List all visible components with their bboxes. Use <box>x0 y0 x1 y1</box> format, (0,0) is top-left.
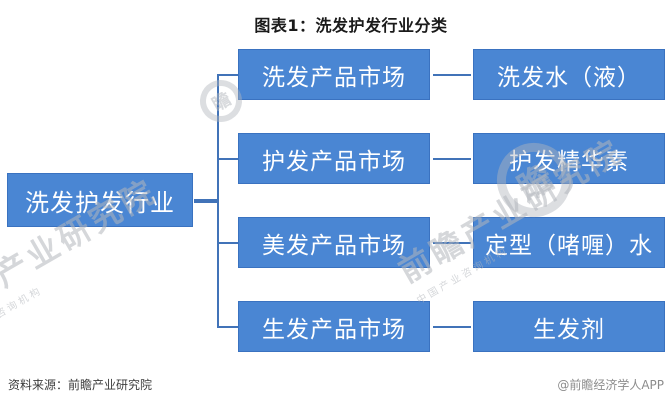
connector-line <box>433 326 471 328</box>
product-node-label: 生发剂 <box>533 316 605 343</box>
market-node-box: 美发产品市场 <box>238 217 430 268</box>
connector-line <box>219 242 238 244</box>
brand-note: @前瞻经济学人APP <box>557 378 664 392</box>
market-node-label: 洗发产品市场 <box>262 64 406 91</box>
market-node-label: 护发产品市场 <box>262 148 406 175</box>
connector-line <box>219 74 238 76</box>
market-node-box: 洗发产品市场 <box>238 49 430 100</box>
product-node-box: 护发精华素 <box>473 133 665 184</box>
chart-title: 图表1：洗发护发行业分类 <box>254 16 448 35</box>
source-note: 资料来源：前瞻产业研究院 <box>8 378 153 392</box>
product-node-box: 定型（啫喱）水 <box>473 217 665 268</box>
connector-line <box>219 326 238 328</box>
root-node-label: 洗发护发行业 <box>25 188 175 217</box>
product-node-box: 洗发水（液） <box>473 49 665 100</box>
connector-line <box>433 158 471 160</box>
market-node-label: 生发产品市场 <box>262 316 406 343</box>
connector-line <box>433 74 471 76</box>
connector-root-line <box>194 199 218 203</box>
root-node-box: 洗发护发行业 <box>7 173 193 227</box>
product-node-box: 生发剂 <box>473 301 665 352</box>
connector-bracket-line <box>217 74 219 328</box>
product-node-label: 洗发水（液） <box>497 64 641 91</box>
connector-line <box>219 158 238 160</box>
product-node-label: 定型（啫喱）水 <box>485 232 653 259</box>
market-node-box: 护发产品市场 <box>238 133 430 184</box>
product-node-label: 护发精华素 <box>509 148 629 175</box>
watermark-logo-glyph: 瞻 <box>208 88 235 116</box>
watermark-subtext: 中国产业咨询机构 <box>0 285 45 347</box>
market-node-label: 美发产品市场 <box>262 232 406 259</box>
connector-line <box>433 242 471 244</box>
market-node-box: 生发产品市场 <box>238 301 430 352</box>
